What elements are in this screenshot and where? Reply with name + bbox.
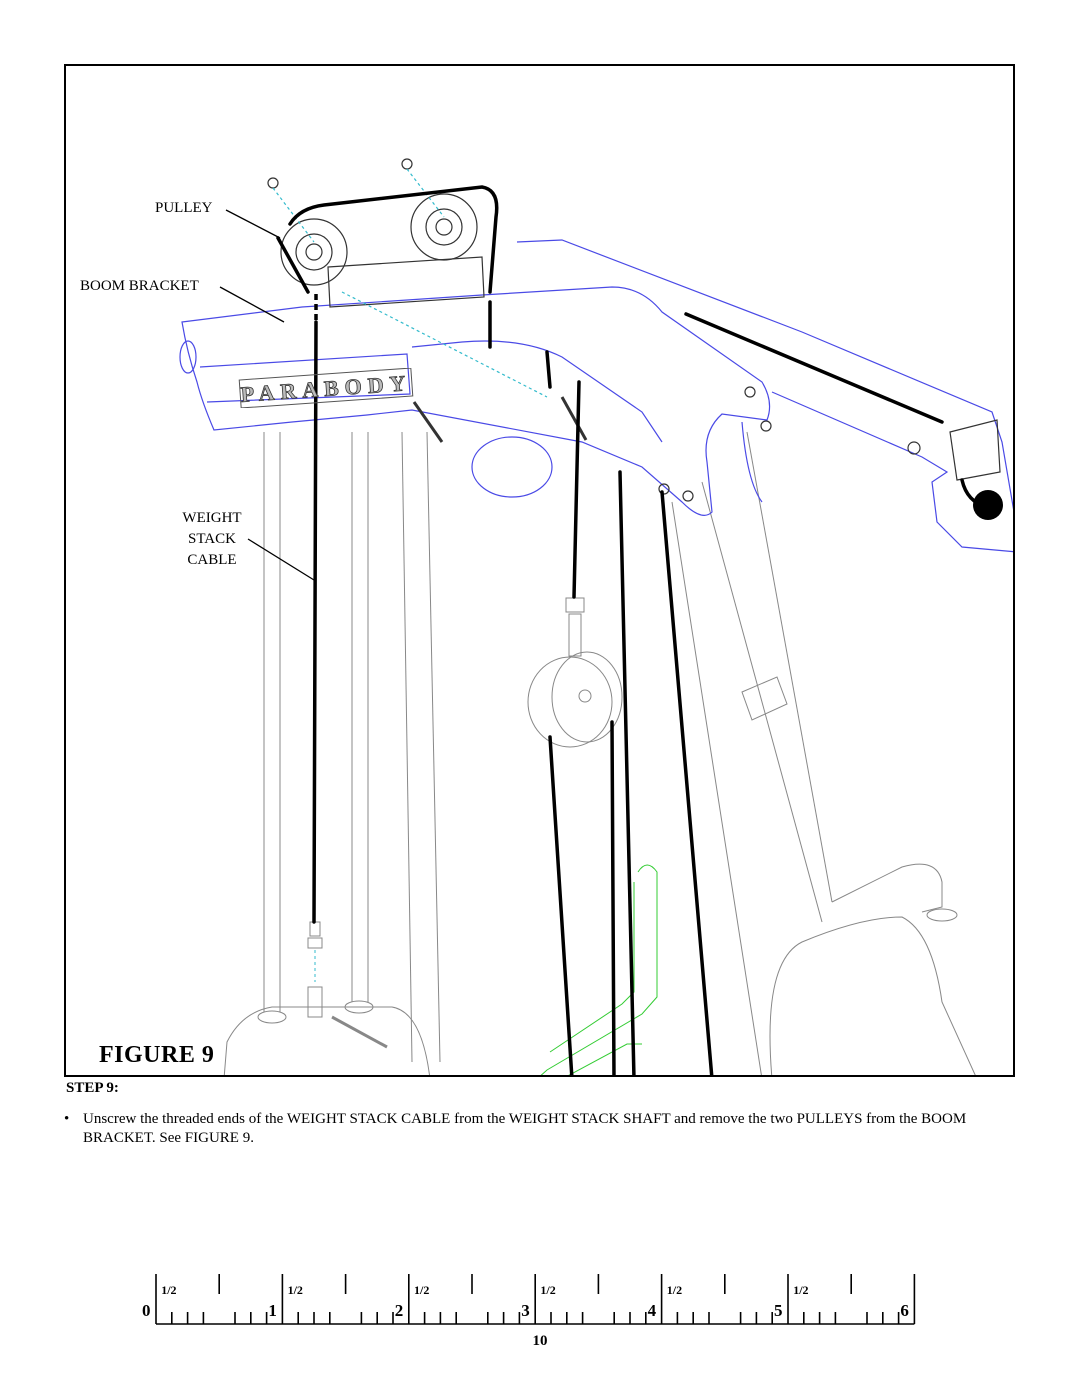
callout-boom-bracket: BOOM BRACKET xyxy=(80,278,199,294)
ruler-half-label: 1/2 xyxy=(667,1283,682,1297)
callout-weight-stack-cable-line1: WEIGHT xyxy=(182,510,242,526)
figure-frame: PARABODY xyxy=(64,64,1015,1077)
callout-leaders xyxy=(219,209,315,581)
ruler-half-label: 1/2 xyxy=(161,1283,176,1297)
ruler-half-label: 1/2 xyxy=(793,1283,808,1297)
ruler-inch-label: 6 xyxy=(900,1301,909,1320)
ruler-half-label: 1/2 xyxy=(414,1283,429,1297)
ruler-half-label: 1/2 xyxy=(288,1283,303,1297)
ruler-inch-label: 2 xyxy=(395,1301,404,1320)
callout-pulley: PULLEY xyxy=(155,200,213,216)
step-heading: STEP 9: xyxy=(66,1080,119,1096)
ruler-inch-label: 1 xyxy=(268,1301,277,1320)
step-instruction-text: Unscrew the threaded ends of the WEIGHT … xyxy=(83,1111,967,1146)
inch-ruler: 0 1/2 1 1/2 2 1/2 3 1/2 4 1/2 5 1/2 6 xyxy=(142,1274,916,1325)
callout-weight-stack-cable-line2: STACK xyxy=(188,531,236,547)
ruler-inch-label: 3 xyxy=(521,1301,530,1320)
ruler-inch-label: 5 xyxy=(774,1301,783,1320)
ruler-inch-label: 4 xyxy=(648,1301,657,1320)
ruler-half-label: 1/2 xyxy=(540,1283,555,1297)
callout-weight-stack-cable: WEIGHT STACK CABLE xyxy=(176,508,248,571)
callout-weight-stack-cable-line3: CABLE xyxy=(187,552,237,568)
page-number: 10 xyxy=(532,1333,548,1349)
figure-label: FIGURE 9 xyxy=(97,1042,219,1069)
bullet: • xyxy=(64,1111,70,1127)
gym-machine-illustration xyxy=(179,158,1013,1075)
ruler-inch-label: 0 xyxy=(142,1301,151,1320)
parabody-logo: PARABODY xyxy=(238,368,414,408)
step-instruction: • Unscrew the threaded ends of the WEIGH… xyxy=(64,1110,1024,1148)
